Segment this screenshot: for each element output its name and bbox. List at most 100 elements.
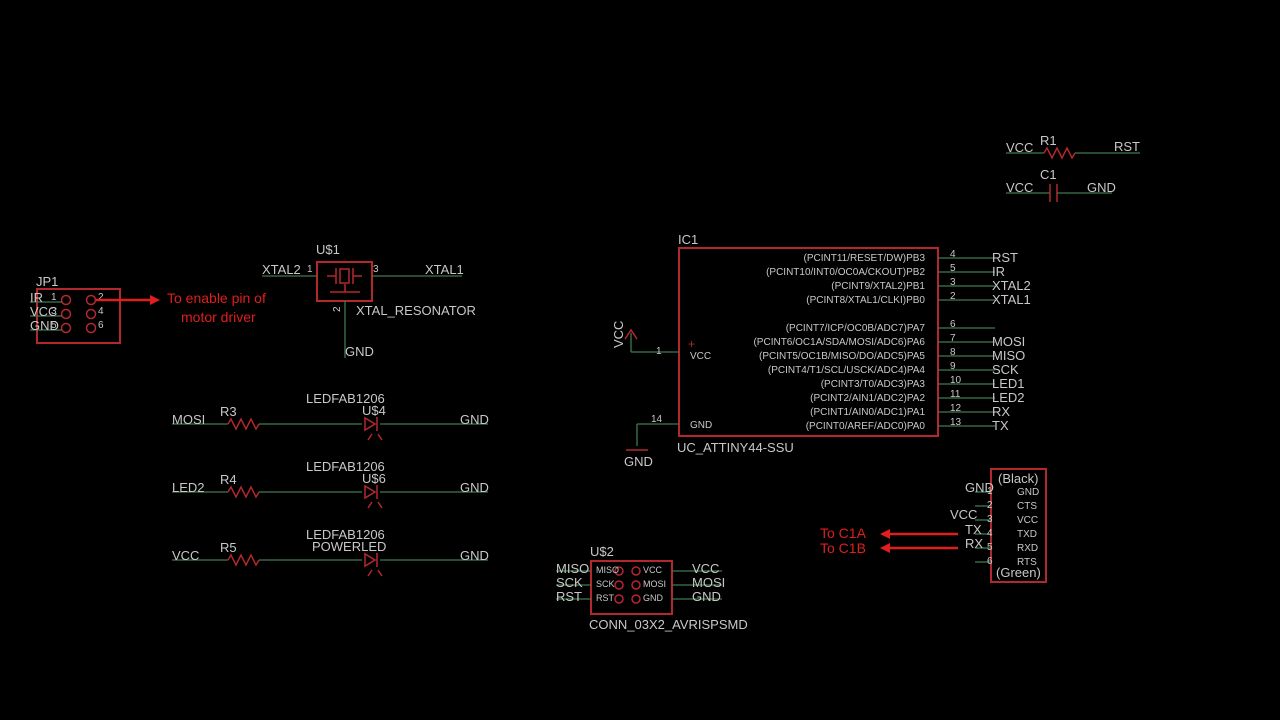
us2-pad — [614, 580, 624, 590]
ftdi-pin-label: RXD — [1017, 543, 1038, 554]
jp1-pin-6: 6 — [98, 320, 104, 331]
ftdi-body — [990, 468, 1047, 583]
us2-net-right: MOSI — [692, 575, 725, 590]
jp1-net-gnd: GND — [30, 318, 59, 333]
ic1-pin-number: 13 — [950, 417, 962, 428]
r1-name: R1 — [1040, 133, 1057, 148]
ftdi-pin-number: 6 — [987, 556, 993, 567]
ic1-vcc-net: VCC — [611, 321, 626, 348]
ftdi-pin-number: 5 — [987, 542, 993, 553]
jp1-pad-2 — [85, 294, 97, 306]
ic1-pin-net: XTAL1 — [992, 292, 1031, 307]
led-row-name: U$4 — [362, 403, 386, 418]
ic1-pin-label: (PCINT7/ICP/OC0B/ADC7)PA7 — [786, 323, 926, 334]
ic1-gnd-net: GND — [624, 454, 653, 469]
ftdi-pin-label: VCC — [1017, 515, 1038, 526]
ic1-vcc-num: 1 — [656, 346, 662, 357]
jp1-header[interactable]: JP1 IR VCC GND 1 3 5 2 4 6 To enable pin… — [30, 274, 266, 344]
us2-pad — [631, 566, 641, 576]
us1-resonator[interactable]: U$1 XTAL2 XTAL1 1 3 2 XTAL_RESONATOR GND — [262, 242, 476, 359]
ic1-pin-net: IR — [992, 264, 1005, 279]
jp1-pad-5 — [60, 322, 72, 334]
led-row-net-left: VCC — [172, 548, 199, 563]
ftdi-pin-net: VCC — [950, 507, 977, 522]
us2-pad — [614, 566, 624, 576]
led-row-value: LEDFAB1206 — [306, 391, 385, 406]
resistor-zigzag — [227, 485, 260, 499]
led-row-net-right: GND — [460, 412, 489, 427]
ic1-pin-net: TX — [992, 418, 1009, 433]
ic1-pin-net: XTAL2 — [992, 278, 1031, 293]
ftdi-pin-net: TX — [965, 522, 982, 537]
us1-net-xtal1: XTAL1 — [425, 262, 464, 277]
us2-net-right: GND — [692, 589, 721, 604]
ic1-pin-label: (PCINT8/XTAL1/CLKI)PB0 — [806, 295, 925, 306]
ic1-name: IC1 — [678, 232, 698, 247]
ic1-pin-number: 12 — [950, 403, 962, 414]
us1-pin1: 1 — [307, 264, 313, 275]
us2-net-right: VCC — [692, 561, 719, 576]
jp1-arrowhead — [150, 295, 160, 305]
ic1-pin-net: LED2 — [992, 390, 1025, 405]
us2-inner-left: MISO — [596, 565, 619, 575]
ic1-pin-label: (PCINT10/INT0/OC0A/CKOUT)PB2 — [766, 267, 925, 278]
c1-net-vcc: VCC — [1006, 180, 1033, 195]
ftdi-pin-number: 1 — [987, 486, 993, 497]
us2-inner-right: VCC — [643, 565, 663, 575]
us2-pad — [631, 580, 641, 590]
ftdi-pin-label: CTS — [1017, 501, 1037, 512]
us2-net-left: SCK — [556, 575, 583, 590]
ftdi-pin-number: 3 — [987, 514, 993, 525]
jp1-pad-1 — [60, 294, 72, 306]
jp1-pad-3 — [60, 308, 72, 320]
ic1-pin-label: (PCINT2/AIN1/ADC2)PA2 — [810, 393, 925, 404]
ic1-pin-number: 4 — [950, 249, 956, 260]
ic1-vcc-label: VCC — [690, 351, 711, 362]
ftdi-bottom: (Green) — [996, 565, 1041, 580]
r1-resistor[interactable]: R1 VCC RST — [1006, 133, 1140, 160]
resistor-zigzag — [227, 553, 260, 567]
led-row-net-right: GND — [460, 480, 489, 495]
jp1-pin-1: 1 — [51, 292, 57, 303]
ic1-pin-net: LED1 — [992, 376, 1025, 391]
resistor-zigzag — [227, 417, 260, 431]
us2-net-left: MISO — [556, 561, 589, 576]
ic1-pin-label: (PCINT3/T0/ADC3)PA3 — [821, 379, 926, 390]
ic1-attiny44[interactable]: IC1 UC_ATTINY44-SSU (PCINT11/RESET/DW)PB… — [611, 232, 1031, 469]
r1-net-vcc: VCC — [1006, 140, 1033, 155]
jp1-pad-6 — [85, 322, 97, 334]
ic1-pin-number: 6 — [950, 319, 956, 330]
led-row-net-right: GND — [460, 548, 489, 563]
c1-net-gnd: GND — [1087, 180, 1116, 195]
ic1-pin-number: 5 — [950, 263, 956, 274]
ftdi-pin-net: GND — [965, 480, 994, 495]
us1-value: XTAL_RESONATOR — [356, 303, 476, 318]
led-row-name: U$6 — [362, 471, 386, 486]
led-row-name: POWERLED — [312, 539, 386, 554]
us2-name: U$2 — [590, 544, 614, 559]
c1-capacitor[interactable]: C1 VCC GND — [1006, 167, 1116, 202]
ic1-pin-net: SCK — [992, 362, 1019, 377]
us2-pad — [631, 594, 641, 604]
ic1-pin-number: 8 — [950, 347, 956, 358]
ic1-pin-label: (PCINT9/XTAL2)PB1 — [831, 281, 925, 292]
ic1-value: UC_ATTINY44-SSU — [677, 440, 794, 455]
to-c1a-arrowhead — [880, 529, 890, 539]
r1-net-rst: RST — [1114, 139, 1140, 154]
ic1-pin-number: 3 — [950, 277, 956, 288]
ic1-pin-label: (PCINT5/OC1B/MISO/DO/ADC5)PA5 — [759, 351, 925, 362]
to-c1b-arrowhead — [880, 543, 890, 553]
ftdi-pin-number: 2 — [987, 500, 993, 511]
ic1-pin-net: RX — [992, 404, 1010, 419]
us1-pin2: 2 — [332, 306, 343, 312]
r1-zigzag — [1043, 146, 1076, 160]
led-rows: MOSIR3LEDFAB1206U$4GNDLED2R4LEDFAB1206U$… — [172, 391, 489, 577]
led-emission-icon — [367, 569, 373, 577]
